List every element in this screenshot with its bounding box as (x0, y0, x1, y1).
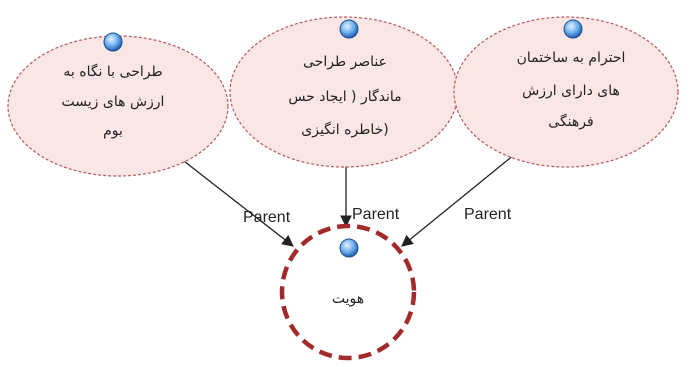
node-respect-buildings[interactable]: احترام به ساختمان های دارای ارزش فرهنگی (453, 16, 679, 168)
node-ellipse (7, 35, 229, 177)
node-bullet-icon (339, 19, 359, 39)
node-circle (279, 223, 417, 361)
edge-line-1 (179, 157, 294, 247)
node-text-line: فرهنگی (548, 113, 593, 130)
edge-label-1: Parent (243, 209, 291, 226)
node-bullet-icon (339, 238, 359, 258)
node-text-line: های دارای ارزش (522, 83, 620, 99)
edge-line-3 (401, 149, 521, 247)
node-memorable-elements[interactable]: عناصر طراحی ماندگار ( ایجاد حس (خاطره ان… (229, 16, 459, 168)
node-bullet-icon (103, 32, 123, 52)
node-design-values[interactable]: طراحی با نگاه به ارزش های زیست بوم (7, 32, 229, 177)
node-text-line: (خاطره انگیزی (301, 121, 388, 138)
node-ellipse (453, 16, 679, 168)
edges: Parent Parent Parent (179, 149, 521, 247)
node-text-line: احترام به ساختمان (517, 50, 626, 66)
node-text-line: عناصر طراحی (303, 54, 387, 70)
edge-label-3: Parent (464, 206, 512, 223)
node-bullet-icon (563, 19, 583, 39)
node-text-line: ارزش های زیست (62, 94, 165, 110)
edge-label-2: Parent (352, 206, 400, 223)
node-text-line: هویت (332, 291, 364, 307)
node-text-line: ماندگار ( ایجاد حس (288, 88, 401, 105)
node-text-line: طراحی با نگاه به (63, 63, 162, 80)
node-identity[interactable]: هویت (279, 223, 417, 361)
node-text-line: بوم (103, 123, 123, 139)
